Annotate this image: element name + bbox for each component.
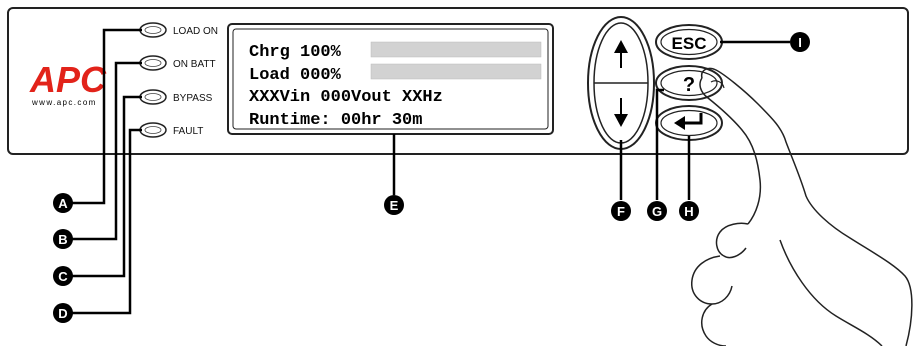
callout-d-letter: D	[58, 306, 67, 321]
led-on-batt-lamp	[139, 55, 167, 71]
apc-logo-text: APC	[29, 59, 107, 100]
enter-icon	[674, 113, 703, 130]
callout-f: F	[611, 201, 631, 221]
callout-g: G	[647, 201, 667, 221]
leader-c	[72, 95, 142, 278]
scroll-buttons	[587, 16, 655, 150]
charge-bar	[370, 41, 542, 58]
led-on-batt: ON BATT	[139, 55, 216, 71]
callout-g-letter: G	[652, 204, 662, 219]
lcd-line-3: XXXVin 000Vout XXHz	[249, 88, 443, 107]
led-fault-label: FAULT	[173, 126, 203, 137]
leader-lines	[72, 28, 790, 315]
callout-f-letter: F	[617, 204, 625, 219]
enter-button[interactable]	[655, 105, 723, 141]
callout-e-letter: E	[390, 198, 399, 213]
pointing-hand-illustration	[691, 67, 913, 346]
callout-e: E	[384, 195, 404, 215]
scroll-down-button[interactable]	[614, 98, 628, 127]
leader-b	[72, 61, 142, 241]
callout-b: B	[53, 229, 73, 249]
leader-g	[655, 88, 664, 200]
led-load-on: LOAD ON	[139, 22, 218, 38]
leader-d	[72, 128, 142, 315]
apc-logo: APC www.apc.com	[29, 59, 107, 107]
callout-a-letter: A	[58, 196, 68, 211]
load-bar	[370, 63, 542, 80]
callout-d: D	[53, 303, 73, 323]
apc-url-text: www.apc.com	[31, 98, 97, 107]
callout-b-letter: B	[58, 232, 67, 247]
callout-i-letter: I	[798, 35, 802, 50]
esc-button-label: ESC	[672, 34, 707, 53]
scroll-up-button[interactable]	[614, 40, 628, 68]
lcd-line-2: Load 000%	[249, 66, 342, 85]
lcd-line-1: Chrg 100%	[249, 43, 342, 62]
callout-i: I	[790, 32, 810, 52]
callout-c-letter: C	[58, 269, 68, 284]
help-button[interactable]: ?	[655, 65, 723, 101]
led-fault-lamp	[139, 122, 167, 138]
esc-button[interactable]: ESC	[655, 24, 723, 60]
arrow-up-icon	[614, 40, 628, 68]
arrow-down-icon	[614, 98, 628, 127]
leader-a	[72, 28, 142, 205]
led-bypass: BYPASS	[139, 89, 213, 105]
lcd-line-4: Runtime: 00hr 30m	[249, 111, 422, 130]
callout-h-letter: H	[684, 204, 693, 219]
callout-c: C	[53, 266, 73, 286]
lcd-display: Chrg 100% Load 000% XXXVin 000Vout XXHz …	[227, 23, 554, 135]
callout-h: H	[679, 201, 699, 221]
led-on-batt-label: ON BATT	[173, 59, 216, 70]
help-button-label: ?	[683, 74, 695, 96]
led-bypass-label: BYPASS	[173, 93, 213, 104]
callout-a: A	[53, 193, 73, 213]
led-load-on-label: LOAD ON	[173, 26, 218, 37]
led-load-on-lamp	[139, 22, 167, 38]
led-bypass-lamp	[139, 89, 167, 105]
